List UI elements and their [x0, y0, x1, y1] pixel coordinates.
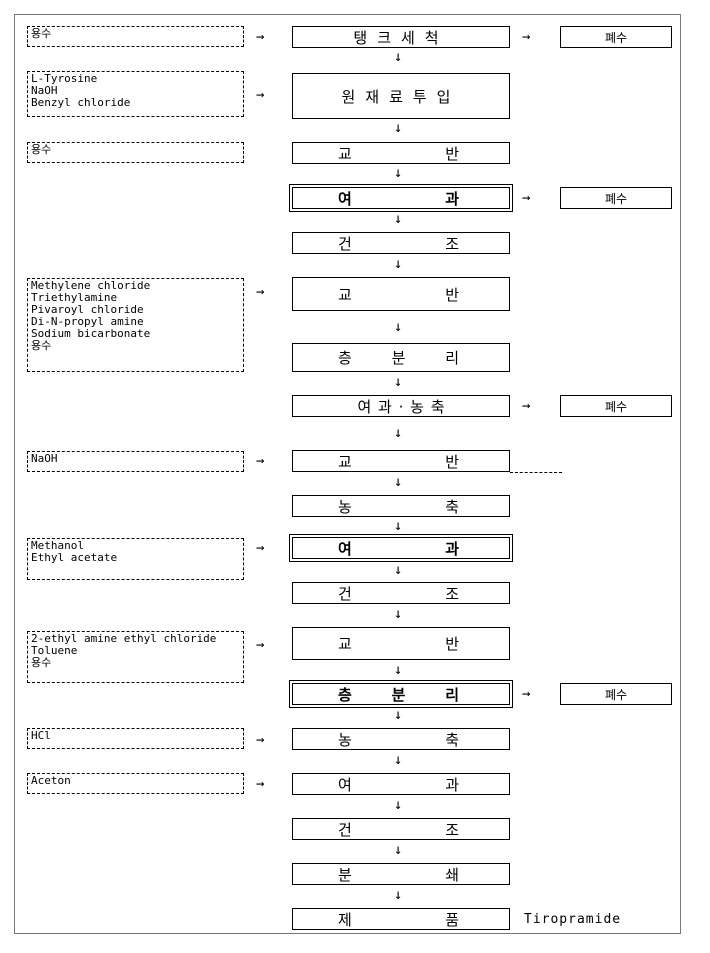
- arrow-down: ↓: [394, 662, 403, 678]
- arrow-right: →: [522, 398, 531, 414]
- input-box: 2-ethyl amine ethyl chloride Toluene 용수: [27, 631, 244, 683]
- input-box: Methanol Ethyl acetate: [27, 538, 244, 580]
- arrow-down: ↓: [394, 518, 403, 534]
- product-label: Tiropramide: [524, 912, 622, 927]
- input-box: Methylene chloride Triethylamine Pivaroy…: [27, 278, 244, 372]
- arrow-down: ↓: [394, 474, 403, 490]
- waste-output: 폐수: [560, 26, 672, 48]
- arrow-right: →: [256, 540, 265, 556]
- process-step: 원재료투입: [292, 73, 510, 119]
- input-box: Aceton: [27, 773, 244, 794]
- arrow-down: ↓: [394, 752, 403, 768]
- arrow-right: →: [256, 87, 265, 103]
- waste-output: 폐수: [560, 683, 672, 705]
- arrow-down: ↓: [394, 707, 403, 723]
- input-box: NaOH: [27, 451, 244, 472]
- arrow-down: ↓: [394, 319, 403, 335]
- dashed-connector: [510, 472, 562, 473]
- arrow-right: →: [522, 686, 531, 702]
- waste-output: 폐수: [560, 187, 672, 209]
- input-box: 용수: [27, 26, 244, 47]
- arrow-right: →: [256, 453, 265, 469]
- arrow-down: ↓: [394, 49, 403, 65]
- arrow-down: ↓: [394, 256, 403, 272]
- arrow-right: →: [522, 190, 531, 206]
- arrow-right: →: [522, 29, 531, 45]
- arrow-right: →: [256, 637, 265, 653]
- arrow-down: ↓: [394, 165, 403, 181]
- arrow-right: →: [256, 284, 265, 300]
- arrow-down: ↓: [394, 562, 403, 578]
- waste-output: 폐수: [560, 395, 672, 417]
- arrow-right: →: [256, 29, 265, 45]
- arrow-down: ↓: [394, 425, 403, 441]
- arrow-down: ↓: [394, 797, 403, 813]
- arrow-down: ↓: [394, 887, 403, 903]
- arrow-right: →: [256, 732, 265, 748]
- input-box: HCl: [27, 728, 244, 749]
- process-step: 탱크세척: [292, 26, 510, 48]
- input-box: L-Tyrosine NaOH Benzyl chloride: [27, 71, 244, 117]
- arrow-down: ↓: [394, 842, 403, 858]
- arrow-right: →: [256, 776, 265, 792]
- arrow-down: ↓: [394, 606, 403, 622]
- input-box: 용수: [27, 142, 244, 163]
- arrow-down: ↓: [394, 211, 403, 227]
- diagram-frame: [14, 14, 681, 934]
- arrow-down: ↓: [394, 374, 403, 390]
- process-step: 여 과 · 농 축: [292, 395, 510, 417]
- arrow-down: ↓: [394, 120, 403, 136]
